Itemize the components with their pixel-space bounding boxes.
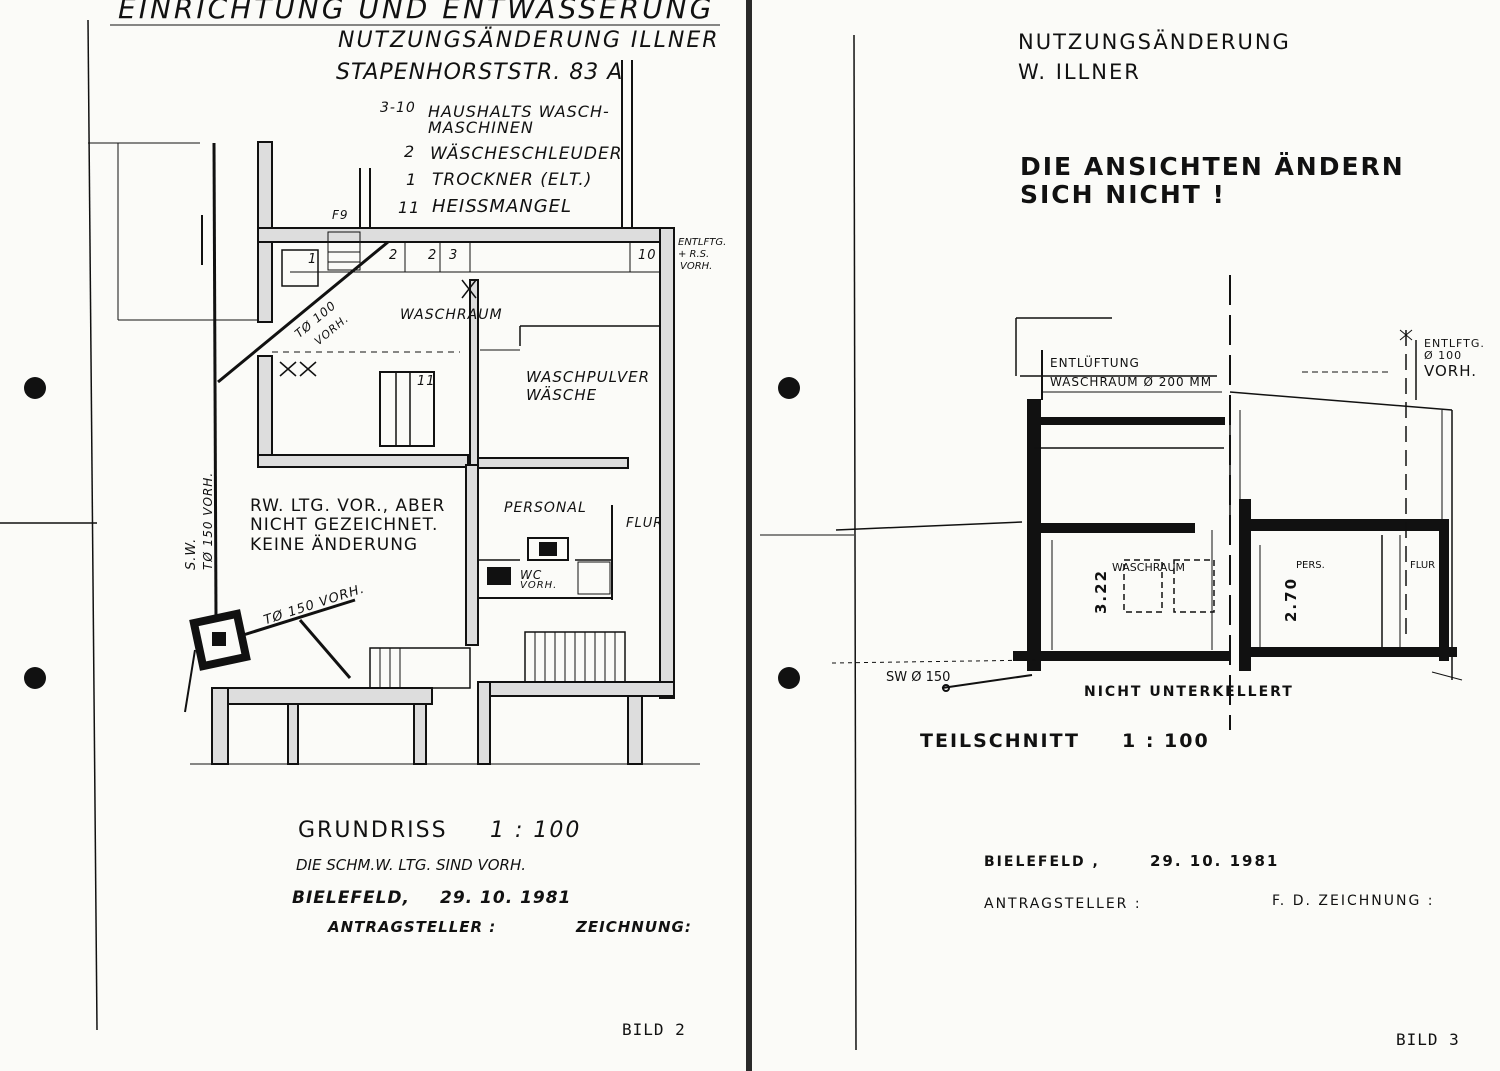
figure-label-bild3: BILD 3 bbox=[1396, 1030, 1460, 1049]
legend-label: WÄSCHESCHLEUDER bbox=[430, 144, 623, 164]
room-label-waschpulver: WASCHPULVER bbox=[526, 368, 651, 386]
label-entlftg-line3: VORH. bbox=[1424, 362, 1478, 380]
height-dimension-2-70: 2.70 bbox=[1282, 576, 1300, 622]
legend-qty: 11 bbox=[398, 198, 421, 217]
header-line2: NUTZUNGSÄNDERUNG ILLNER bbox=[338, 28, 720, 53]
header-line2: W. ILLNER bbox=[1018, 60, 1141, 84]
fixture-number-2: 2 bbox=[428, 248, 438, 263]
room-label-wc-vorh: VORH. bbox=[520, 580, 558, 591]
label-entlftg-line2: Ø 100 bbox=[1424, 349, 1463, 362]
room-label-waschraum: WASCHRAUM bbox=[1112, 561, 1185, 574]
date: 29. 10. 1981 bbox=[440, 888, 572, 908]
fixture-number-10: 10 bbox=[638, 248, 657, 263]
label-ventilation-line2: + R.S. bbox=[678, 249, 710, 260]
margin-line bbox=[87, 19, 98, 1031]
label-sw-t150-vertical: TØ 150 VORH. bbox=[201, 471, 215, 570]
legend-label: TROCKNER (ELT.) bbox=[432, 170, 593, 190]
drawing-scale: 1 : 100 bbox=[490, 818, 582, 843]
pipe-t100 bbox=[217, 240, 389, 384]
sheet-section: NUTZUNGSÄNDERUNG W. ILLNER DIE ANSICHTEN… bbox=[752, 0, 1500, 1071]
legend-label: MASCHINEN bbox=[428, 118, 534, 137]
room-label-personal: PERSONAL bbox=[504, 500, 587, 516]
label-waschraum-pipe: WASCHRAUM Ø 200 mm bbox=[1050, 375, 1213, 389]
wall-north bbox=[257, 227, 673, 243]
header-line1: EINRICHTUNG UND ENTWÄSSERUNG bbox=[118, 0, 715, 25]
figure-label-bild2: BILD 2 bbox=[622, 1020, 686, 1039]
wall-west-lower bbox=[257, 355, 273, 467]
section-drawing bbox=[760, 34, 1463, 1051]
legend-qty: 2 bbox=[404, 142, 416, 161]
room-label-wc: WC bbox=[520, 568, 543, 582]
legend-label: HEISSMANGEL bbox=[432, 196, 573, 217]
date: 29. 10. 1981 bbox=[1150, 852, 1280, 870]
note-rw-line2: NICHT GEZEICHNET. bbox=[250, 515, 439, 535]
drawing-title-grundriss: GRUNDRISS bbox=[298, 818, 448, 843]
height-dimension-3-22: 3.22 bbox=[1092, 568, 1110, 614]
drawing-label: F. D. ZEICHNUNG : bbox=[1272, 893, 1435, 909]
label-entlftg-line1: ENTLFTG. bbox=[1424, 337, 1485, 350]
punch-hole-upper bbox=[24, 377, 46, 399]
label-f9: F9 bbox=[332, 208, 349, 222]
notice-line2: SICH NICHT ! bbox=[1020, 180, 1226, 209]
room-label-waschraum: WASCHRAUM bbox=[400, 307, 503, 323]
room-label-flur: FLUR bbox=[626, 516, 664, 531]
label-ventilation-line1: ENTLFTG. bbox=[678, 237, 727, 248]
place-bielefeld: BIELEFELD , bbox=[984, 854, 1100, 870]
sewer-pipe-vertical bbox=[212, 142, 218, 621]
margin-line bbox=[853, 34, 857, 1051]
legend-qty: 1 bbox=[406, 170, 418, 189]
punch-hole-lower bbox=[24, 667, 46, 689]
place-bielefeld: BIELEFELD, bbox=[292, 888, 410, 908]
punch-hole-upper bbox=[778, 377, 800, 399]
label-ventilation-line3: VORH. bbox=[680, 261, 713, 272]
fixture-number-2: 2 bbox=[389, 248, 399, 263]
fixture-number-1: 1 bbox=[308, 252, 318, 267]
note-rw-line1: RW. LTG. VOR., ABER bbox=[250, 496, 446, 516]
label-sw-vertical: S.W. bbox=[184, 537, 199, 570]
applicant-label: ANTRAGSTELLER : bbox=[984, 896, 1142, 912]
label-entlueftung: ENTLÜFTUNG bbox=[1050, 356, 1140, 370]
floor-plan-drawing bbox=[0, 19, 720, 1031]
drawing-title-teilschnitt: TEILSCHNITT bbox=[920, 730, 1080, 752]
room-label-flur: FLUR bbox=[1410, 560, 1436, 571]
punch-hole-lower bbox=[778, 667, 800, 689]
room-label-waesche: WÄSCHE bbox=[526, 386, 598, 404]
legend-label: HAUSHALTS WASCH- bbox=[428, 102, 610, 121]
fixture-number-11: 11 bbox=[417, 374, 436, 389]
drawing-scale: 1 : 100 bbox=[1122, 730, 1210, 752]
label-sw-150: SW Ø 150 bbox=[886, 670, 951, 685]
label-nicht-unterkellert: NICHT UNTERKELLERT bbox=[1084, 684, 1294, 700]
applicant-label: ANTRAGSTELLER : bbox=[328, 918, 497, 936]
sheet-floor-plan: EINRICHTUNG UND ENTWÄSSERUNG NUTZUNGSÄND… bbox=[0, 0, 746, 1071]
drawing-label: ZEICHNUNG: bbox=[576, 918, 692, 936]
header-line3: STAPENHORSTSTR. 83 a bbox=[336, 60, 624, 85]
notice-line1: DIE ANSICHTEN ÄNDERN bbox=[1020, 152, 1405, 181]
note-pipes-existing: DIE SCHM.W. LTG. SIND VORH. bbox=[296, 856, 527, 874]
note-rw-line3: KEINE ÄNDERUNG bbox=[250, 535, 419, 555]
wall-east bbox=[659, 227, 675, 699]
header-line1: NUTZUNGSÄNDERUNG bbox=[1018, 30, 1291, 54]
legend-qty: 3-10 bbox=[380, 100, 416, 116]
fixture-number-3: 3 bbox=[449, 248, 459, 263]
room-label-pers: PERS. bbox=[1296, 560, 1325, 571]
